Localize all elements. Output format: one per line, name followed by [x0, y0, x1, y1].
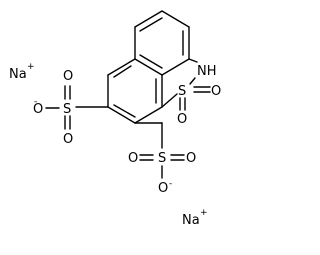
bond-s-c10	[161, 93, 178, 108]
atom-o-left-charge: -	[34, 97, 37, 107]
counterion-na-bottom-charge: +	[200, 208, 208, 218]
atom-s-bottom: S	[158, 151, 166, 166]
counterion-na-top: Na	[9, 67, 27, 82]
bond-lines	[45, 10, 211, 179]
counterion-na-top-charge: +	[27, 62, 35, 72]
bond-c6-c7-double	[113, 65, 132, 78]
bond-c9-c10	[134, 106, 163, 124]
atom-o-bottom-right: O	[186, 151, 196, 166]
atom-s-left: S	[63, 102, 71, 117]
atom-o-bottom-below: O	[158, 181, 168, 196]
counterion-na-bottom: Na	[182, 213, 200, 228]
atom-nh: NH	[197, 64, 217, 79]
atom-o-ring-right: O	[211, 84, 221, 99]
atom-o-left-left: O	[33, 102, 43, 117]
atom-o-left-bottom: O	[63, 132, 73, 147]
atom-s-ring: S	[178, 84, 186, 99]
bond-c5-c6	[134, 58, 163, 76]
bond-c5-c6-double	[139, 54, 163, 69]
bond-c2-c3	[161, 10, 190, 28]
atom-o-left-top: O	[63, 69, 73, 84]
chemical-structure-diagram: NH S O O S O O - O S O O O - Na + Na +	[9, 10, 221, 228]
atom-labels: NH S O O S O O - O S O O O -	[33, 64, 221, 196]
bond-c4-c5	[161, 58, 190, 76]
bond-c4-n	[188, 58, 198, 63]
atom-o-ring-below: O	[177, 112, 187, 127]
bond-c1-c2-double	[139, 17, 163, 32]
bond-n-s	[189, 77, 196, 85]
bond-c8-c9-double	[113, 104, 136, 118]
atom-o-bottom-left: O	[128, 151, 138, 166]
bond-c1-c2	[134, 10, 163, 28]
bond-c6-c7	[107, 58, 136, 76]
bond-c8-c9	[107, 106, 136, 124]
counterion-labels: Na + Na +	[9, 62, 208, 228]
atom-o-bottom-charge: -	[169, 179, 172, 189]
